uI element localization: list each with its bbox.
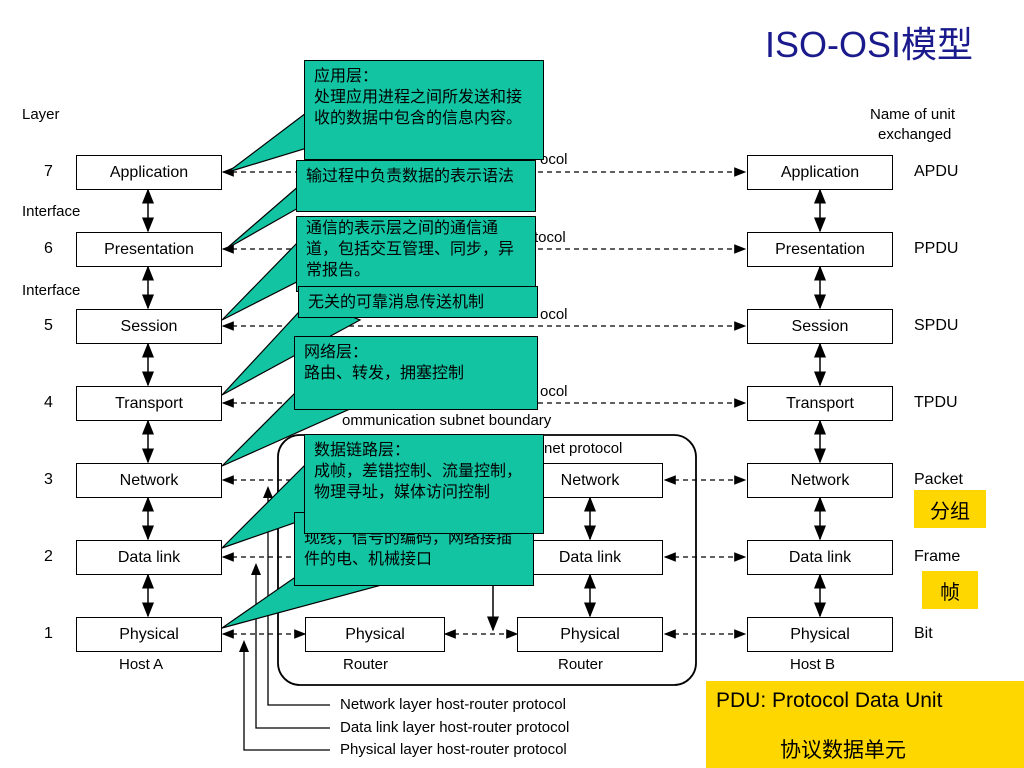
unit-bit: Bit [914,625,933,642]
presentation-callout-text: 输过程中负责数据的表示语法 [306,166,515,185]
session-callout-text: 通信的表示层之间的通信通道，包括交互管理、同步，异常报告。 [306,218,515,279]
presentation-callout: 输过程中负责数据的表示语法 [296,160,536,212]
application-callout: 应用层： 处理应用进程之间所发送和接收的数据中包含的信息内容。 [304,60,544,160]
host-b-physical: Physical [747,617,893,652]
presentation-protocol-fragment: tocol [534,229,566,246]
transport-protocol-fragment: ocol [540,383,568,400]
host-b-presentation: Presentation [747,232,893,267]
page-title: ISO-OSI模型 [765,24,974,65]
layer-header: Layer [22,106,60,123]
application-protocol-fragment: ocol [540,151,568,168]
host-a-presentation: Presentation [76,232,222,267]
session-protocol-fragment: ocol [540,306,568,323]
host-a-session: Session [76,309,222,344]
subnet-boundary-label: ommunication subnet boundary [342,412,552,429]
router1-label: Router [343,656,389,673]
pdu-definition-cn: 协议数据单元 [780,738,906,762]
unit-ppdu: PPDU [914,240,959,257]
host-b-datalink: Data link [747,540,893,575]
unit-apdu: APDU [914,163,959,180]
unit-cn-frame: 帧 [922,571,978,609]
unit-frame: Frame [914,548,961,565]
network-callout-text: 网络层： 路由、转发，拥塞控制 [304,342,465,382]
layer-num-5: 5 [44,317,53,334]
host-b-label: Host B [790,656,836,673]
router2-datalink: Data link [517,540,663,575]
host-a-network: Network [76,463,222,498]
transport-callout: 无关的可靠消息传送机制 [298,286,538,318]
layer-num-7: 7 [44,163,53,180]
router2-label: Router [558,656,604,673]
host-a-datalink: Data link [76,540,222,575]
datalink-callout-text: 数据链路层： 成帧，差错控制、流量控制，物理寻址，媒体访问控制 [314,440,523,501]
layer-num-4: 4 [44,394,53,411]
network-callout: 网络层： 路由、转发，拥塞控制 [294,336,538,410]
interface-label-7-6: Interface [22,203,81,220]
unit-tpdu: TPDU [914,394,958,411]
router1-physical: Physical [305,617,445,652]
subnet-protocol-fragment: net protocol [544,440,623,457]
transport-callout-text: 无关的可靠消息传送机制 [308,292,485,311]
layer-num-3: 3 [44,471,53,488]
application-callout-text: 应用层： 处理应用进程之间所发送和接收的数据中包含的信息内容。 [314,66,523,127]
unit-spdu: SPDU [914,317,959,334]
datalink-host-router-protocol: Data link layer host-router protocol [340,719,570,736]
pdu-definition-box [706,681,1024,768]
unit-packet: Packet [914,471,963,488]
host-b-transport: Transport [747,386,893,421]
host-b-network: Network [747,463,893,498]
router2-physical: Physical [517,617,663,652]
unit-cn-packet: 分组 [914,490,986,528]
layer-num-2: 2 [44,548,53,565]
session-callout: 通信的表示层之间的通信通道，包括交互管理、同步，异常报告。 [296,216,536,292]
physical-host-router-protocol: Physical layer host-router protocol [340,741,567,758]
layer-num-6: 6 [44,240,53,257]
host-b-application: Application [747,155,893,190]
host-a-label: Host A [119,656,164,673]
unit-header-line2: exchanged [878,126,952,143]
host-a-transport: Transport [76,386,222,421]
host-b-session: Session [747,309,893,344]
network-host-router-protocol: Network layer host-router protocol [340,696,566,713]
datalink-callout: 数据链路层： 成帧，差错控制、流量控制，物理寻址，媒体访问控制 [304,434,544,534]
unit-header-line1: Name of unit [870,106,956,123]
pdu-definition-en: PDU: Protocol Data Unit [716,689,943,712]
interface-label-6-5: Interface [22,282,81,299]
host-a-application: Application [76,155,222,190]
host-a-physical: Physical [76,617,222,652]
layer-num-1: 1 [44,625,53,642]
